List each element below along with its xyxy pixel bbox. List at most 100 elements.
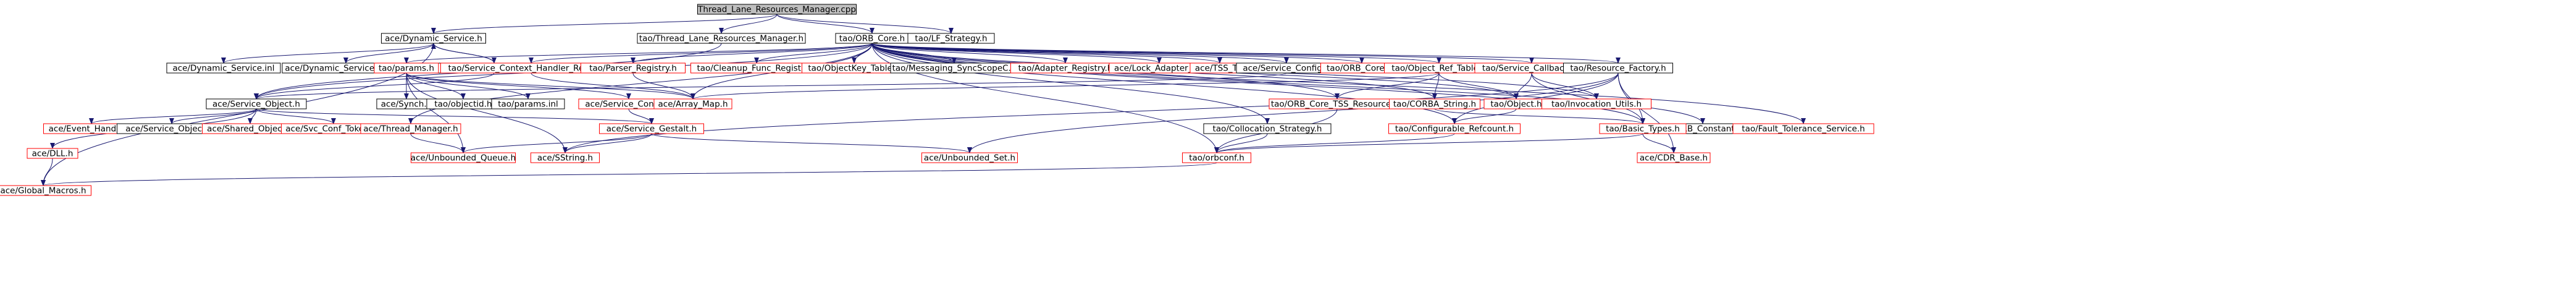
graph-node[interactable]: tao/Basic_Types.h: [1599, 123, 1687, 134]
node-label: tao/objectid.h: [434, 100, 492, 109]
dependency-edge: [1438, 72, 1519, 100]
graph-node[interactable]: tao/Thread_Lane_Resources_Manager.h: [637, 33, 806, 44]
graph-node[interactable]: ace/TSS_T.h: [1189, 62, 1250, 74]
graph-node[interactable]: ace/Dynamic_Service.h: [381, 33, 486, 44]
dependency-edge: [1432, 72, 1440, 100]
graph-node[interactable]: tao/Resource_Factory.h: [1563, 62, 1673, 74]
graph-node[interactable]: ace/Dynamic_Service.inl: [166, 62, 281, 74]
node-label: tao/Collocation_Strategy.h: [1213, 124, 1322, 134]
dependency-edge: [406, 72, 568, 153]
dependency-edge: [871, 43, 1441, 64]
node-label: ace/Svc_Conf_Tokens.h: [285, 124, 381, 134]
graph-node[interactable]: ace/Synch.h: [376, 98, 437, 109]
graph-node[interactable]: tao/Fault_Tolerance_Service.h: [1732, 123, 1874, 134]
node-box: [166, 62, 281, 74]
graph-node[interactable]: tao/ObjectKey_Table.h: [802, 62, 907, 74]
graph-node[interactable]: ace/Thread_Manager.h: [360, 123, 461, 134]
node-label: ace/Service_Object.h: [212, 100, 300, 109]
graph-node[interactable]: ace/Service_Gestalt.h: [599, 123, 704, 134]
node-box: [1388, 123, 1521, 134]
graph-node[interactable]: ace/Event_Handler.h: [43, 123, 140, 134]
node-label: tao/LF_Strategy.h: [915, 34, 987, 44]
node-label: ace/Unbounded_Set.h: [924, 153, 1015, 163]
dependency-edge: [651, 133, 972, 153]
graph-node[interactable]: ace/CDR_Base.h: [1637, 152, 1711, 163]
graph-node[interactable]: tao/Cleanup_Func_Registry.h: [690, 62, 823, 74]
node-label: tao/ORB_Core.inl: [1327, 64, 1397, 74]
graph-node[interactable]: ace/Service_Object.h: [206, 98, 307, 109]
graph-node[interactable]: ace/Lock_Adapter_T.h: [1109, 62, 1210, 74]
dependency-edge: [169, 108, 257, 124]
node-box: [1542, 98, 1651, 109]
node-box: [907, 33, 995, 44]
graph-node[interactable]: tao/Messaging_SyncScopeC.h: [890, 62, 1018, 74]
node-box: [653, 98, 732, 109]
node-label: tao/Invocation_Utils.h: [1551, 100, 1642, 109]
node-label: tao/params.inl: [498, 100, 558, 109]
graph-node[interactable]: ace/Unbounded_Queue.h: [411, 152, 516, 163]
graph-node[interactable]: ace/DLL.h: [27, 148, 78, 159]
dependency-edge: [563, 133, 652, 153]
node-label: ace/Dynamic_Service.h: [385, 34, 482, 44]
graph-node[interactable]: tao/Parser_Registry.h: [581, 62, 686, 74]
graph-node[interactable]: tao/CORBA_String.h: [1389, 98, 1480, 109]
graph-node[interactable]: tao/Object.h: [1483, 98, 1549, 109]
graph-node[interactable]: ace/Unbounded_Set.h: [921, 152, 1018, 163]
dependency-edge: [967, 72, 1619, 153]
node-label: ace/Thread_Manager.h: [363, 124, 458, 134]
dependency-edge: [406, 72, 631, 100]
graph-node[interactable]: tao/orbconf.h: [1182, 152, 1251, 163]
graph-node[interactable]: ace/Array_Map.h: [653, 98, 732, 109]
graph-node[interactable]: tao/ORB_Core.inl: [1320, 62, 1403, 74]
graph-node[interactable]: tao/Adapter_Registry.h: [1010, 62, 1120, 74]
graph-node[interactable]: tao/Service_Context_Handler_Registry.h: [440, 62, 622, 74]
graph-node[interactable]: tao/Object_Ref_Table.h: [1384, 62, 1494, 74]
graph-node[interactable]: tao/Invocation_Utils.h: [1542, 98, 1651, 109]
dependency-edge: [254, 72, 1287, 100]
node-box: [581, 62, 686, 74]
graph-node[interactable]: ace/Service_Object.inl: [117, 123, 227, 134]
node-label: tao/Messaging_SyncScopeC.h: [892, 64, 1017, 74]
dependency-edge: [632, 72, 695, 100]
graph-node[interactable]: tao/params.inl: [491, 98, 565, 109]
dependency-edge: [531, 72, 695, 100]
dependency-edge: [776, 14, 954, 34]
graph-node[interactable]: ace/Global_Macros.h: [0, 185, 91, 196]
graph-node[interactable]: tao/ORB_Core.h: [835, 33, 909, 44]
graph-node[interactable]: Thread_Lane_Resources_Manager.cpp: [697, 4, 857, 15]
dependency-edge: [41, 158, 53, 186]
node-box: [360, 123, 461, 134]
graph-node[interactable]: tao/Configurable_Refcount.h: [1388, 123, 1521, 134]
node-label: ace/Global_Macros.h: [0, 186, 86, 196]
node-label: ace/Unbounded_Queue.h: [411, 153, 516, 163]
graph-node[interactable]: tao/ORB_Core_TSS_Resources.h: [1269, 98, 1406, 109]
node-label: tao/ORB_Core_TSS_Resources.h: [1271, 100, 1403, 109]
graph-node[interactable]: ace/Service_Config.h: [1236, 62, 1337, 74]
dependency-edge: [563, 72, 1619, 153]
dependency-edge: [41, 162, 1217, 186]
graph-node[interactable]: tao/Collocation_Strategy.h: [1203, 123, 1332, 134]
dependency-edge: [719, 14, 778, 34]
node-label: tao/Object_Ref_Table.h: [1391, 64, 1486, 74]
node-label: tao/Basic_Types.h: [1606, 124, 1680, 134]
dependency-edge: [1214, 133, 1643, 153]
graph-node[interactable]: ace/Svc_Conf_Tokens.h: [281, 123, 386, 134]
dependency-edge: [631, 43, 873, 64]
graph-node[interactable]: tao/objectid.h: [426, 98, 500, 109]
node-box: [491, 98, 565, 109]
node-box: [921, 152, 1018, 163]
dependency-edge: [1434, 108, 1645, 124]
dependency-edge: [1452, 72, 1619, 124]
node-label: tao/params.h: [379, 64, 434, 74]
dependency-edge: [1617, 72, 1676, 153]
dependency-edge: [406, 72, 466, 153]
node-label: ace/Shared_Object.h: [207, 124, 293, 134]
node-label: tao/Adapter_Registry.h: [1018, 64, 1113, 74]
dependency-edge: [1642, 133, 1676, 153]
graph-node[interactable]: ace/SString.h: [531, 152, 600, 163]
graph-node[interactable]: tao/Service_Callbacks.h: [1474, 62, 1589, 74]
node-label: ace/Synch.h: [381, 100, 432, 109]
graph-node[interactable]: tao/params.h: [374, 62, 439, 74]
graph-node[interactable]: tao/LF_Strategy.h: [907, 33, 995, 44]
dependency-edge: [431, 43, 495, 64]
